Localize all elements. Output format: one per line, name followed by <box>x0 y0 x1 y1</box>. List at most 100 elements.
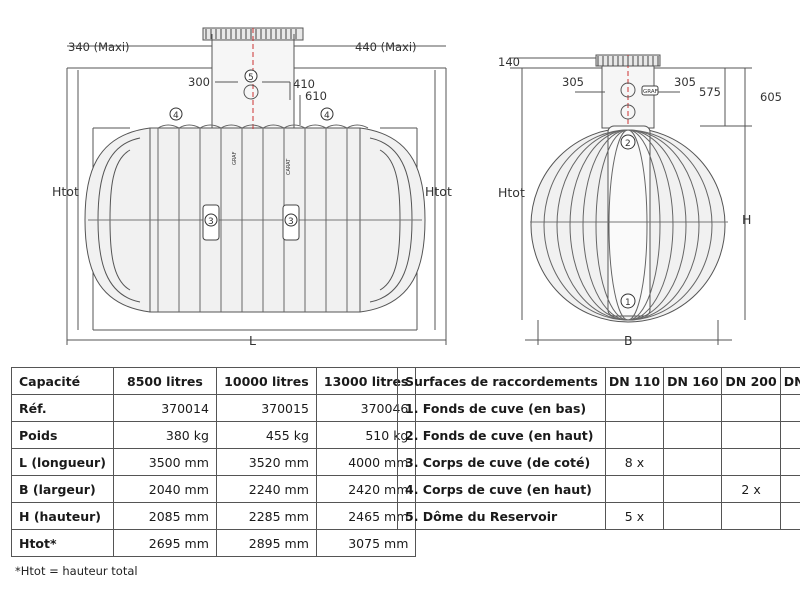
front-width-label: B <box>624 333 633 348</box>
connection-cell <box>721 421 781 449</box>
spec-header-cell: Capacité <box>11 367 114 395</box>
emboss-right: CARAT <box>286 158 292 175</box>
connection-cell <box>663 448 723 476</box>
dim-305-right: 305 <box>674 75 696 89</box>
spec-cell: 380 kg <box>112 421 217 449</box>
connection-cell <box>604 475 665 503</box>
spec-cell: 3075 mm <box>315 529 417 557</box>
side-ribs <box>157 124 369 312</box>
connection-cell: 2 x <box>779 421 800 449</box>
spec-cell: 2085 mm <box>112 502 217 530</box>
spec-cell: 370014 <box>112 394 217 422</box>
spec-header-cell: 10000 litres <box>215 367 317 395</box>
spec-cell: 3500 mm <box>112 448 217 476</box>
dim-410: 410 <box>293 77 315 91</box>
connection-cell <box>779 502 800 530</box>
side-rib-top <box>241 124 264 129</box>
side-htot-right: Htot <box>425 184 452 199</box>
side-length-label: L <box>249 333 256 348</box>
side-view <box>66 27 447 345</box>
front-rib <box>608 129 648 321</box>
connection-cell <box>721 448 781 476</box>
connection-cell: 4. Corps de cuve (en haut) <box>397 475 606 503</box>
connection-cell <box>721 502 781 530</box>
table-row: 1. Fonds de cuve (en bas) 2 x <box>397 394 800 422</box>
dim-300: 300 <box>188 75 210 89</box>
table-row: 4. Corps de cuve (en haut) 2 x <box>397 475 800 503</box>
connection-cell: 5. Dôme du Reservoir <box>397 502 606 530</box>
spec-cell: Réf. <box>11 394 114 422</box>
marker-5: 5 <box>248 73 254 83</box>
dim-140: 140 <box>498 55 520 69</box>
emboss-left: GRAF <box>232 151 238 165</box>
dim-610: 610 <box>305 89 327 103</box>
connection-header-cell: DN 160 <box>663 367 723 395</box>
spec-cell: 2240 mm <box>215 475 317 503</box>
marker-2: 2 <box>625 139 631 149</box>
connection-header-cell: DN 110 <box>604 367 665 395</box>
dim-575: 575 <box>699 85 721 99</box>
connection-cell: 5 x <box>604 502 665 530</box>
spec-cell: 3520 mm <box>215 448 317 476</box>
side-rib-top <box>199 124 222 129</box>
spec-header-cell: 8500 litres <box>112 367 217 395</box>
side-rib-top <box>304 124 327 129</box>
spec-cell: H (hauteur) <box>11 502 114 530</box>
marker-4-right: 4 <box>324 111 330 121</box>
lid-teeth-front <box>597 56 659 66</box>
connection-header-cell: DN 250 <box>779 367 800 395</box>
spec-cell: 2285 mm <box>215 502 317 530</box>
spec-cell: 2695 mm <box>112 529 217 557</box>
connection-cell <box>721 394 781 422</box>
marker-4-left: 4 <box>173 111 179 121</box>
connection-cell <box>779 448 800 476</box>
connection-cell: 2 x <box>779 394 800 422</box>
marker-1: 1 <box>625 298 631 308</box>
side-rib-top <box>346 124 369 129</box>
lid-teeth-side <box>205 29 297 39</box>
spec-cell: 2895 mm <box>215 529 317 557</box>
connection-cell <box>663 475 723 503</box>
dim-left-maxi: 340 (Maxi) <box>68 40 130 54</box>
marker-3-left: 3 <box>208 217 214 227</box>
side-rib-top <box>262 124 285 129</box>
front-ribs <box>543 129 713 321</box>
spec-cell: Htot* <box>11 529 114 557</box>
connection-cell: 3. Corps de cuve (de coté) <box>397 448 606 476</box>
side-rib-top <box>220 124 243 129</box>
connection-cell <box>663 394 723 422</box>
technical-drawing: 340 (Maxi) 440 (Maxi) 300 410 610 Htot H… <box>52 27 782 348</box>
front-htot-label: Htot <box>498 185 525 200</box>
spec-cell: B (largeur) <box>11 475 114 503</box>
connection-header-cell: Surfaces de raccordements <box>397 367 606 395</box>
spec-cell: L (longueur) <box>11 448 114 476</box>
table-row: 3. Corps de cuve (de coté)8 x <box>397 448 800 476</box>
connection-cell <box>663 502 723 530</box>
connection-header-cell: DN 200 <box>721 367 781 395</box>
footnote: *Htot = hauteur total <box>15 564 138 578</box>
dim-305-left: 305 <box>562 75 584 89</box>
connection-table-body: 1. Fonds de cuve (en bas)2 x2. Fonds de … <box>397 394 800 530</box>
connection-cell: 2 x <box>721 475 781 503</box>
connection-cell: 8 x <box>604 448 665 476</box>
spec-cell: 370015 <box>215 394 317 422</box>
side-htot-left: Htot <box>52 184 79 199</box>
connection-cell: 1. Fonds de cuve (en bas) <box>397 394 606 422</box>
spec-cell: 2040 mm <box>112 475 217 503</box>
marker-3-right: 3 <box>288 217 294 227</box>
connection-cell <box>604 421 665 449</box>
side-rib-top <box>157 124 180 129</box>
front-h-label: H <box>742 212 751 227</box>
